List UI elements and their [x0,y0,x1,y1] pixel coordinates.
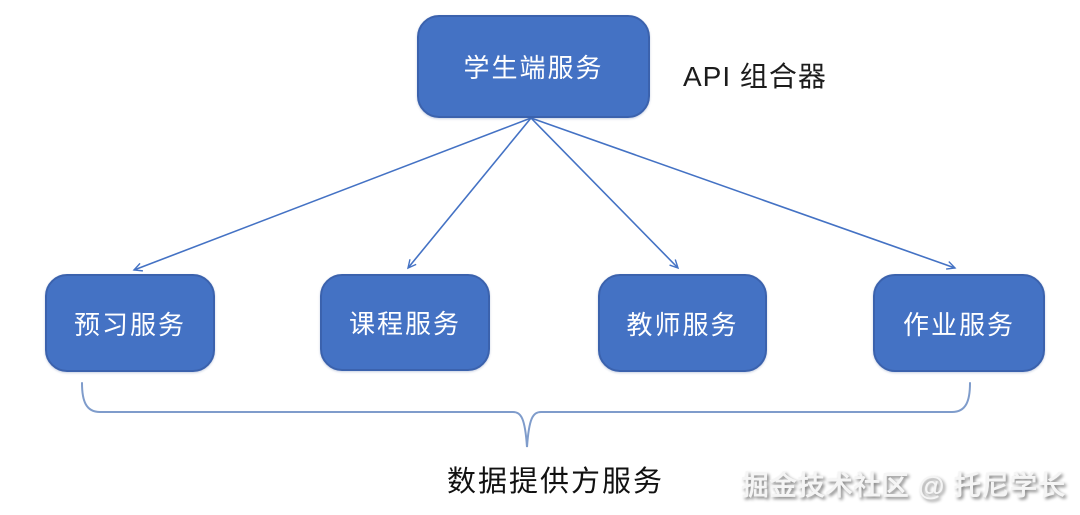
node-preview-service-label: 预习服务 [73,309,186,340]
node-homework-service: 作业服务 [873,274,1045,372]
arrow-student-to-homework [530,117,957,270]
node-course-service: 课程服务 [320,274,490,371]
watermark: 掘金技术社区 @ 托尼学长 [741,471,1066,501]
arrow-student-to-course [407,117,532,270]
node-preview-service: 预习服务 [45,274,215,372]
node-homework-service-label: 作业服务 [902,309,1015,340]
group-label-data-providers: 数据提供方服务 [447,466,665,498]
node-student-service: 学生端服务 [417,15,650,118]
node-teacher-service-label: 教师服务 [626,309,739,340]
node-student-service-label: 学生端服务 [463,53,604,83]
node-teacher-service: 教师服务 [598,274,767,372]
api-composer-label: API 组合器 [683,61,827,92]
group-brace [81,382,971,448]
node-course-service-label: 课程服务 [348,309,461,339]
arrow-student-to-teacher [530,117,680,270]
arrow-student-to-preview [132,117,532,272]
